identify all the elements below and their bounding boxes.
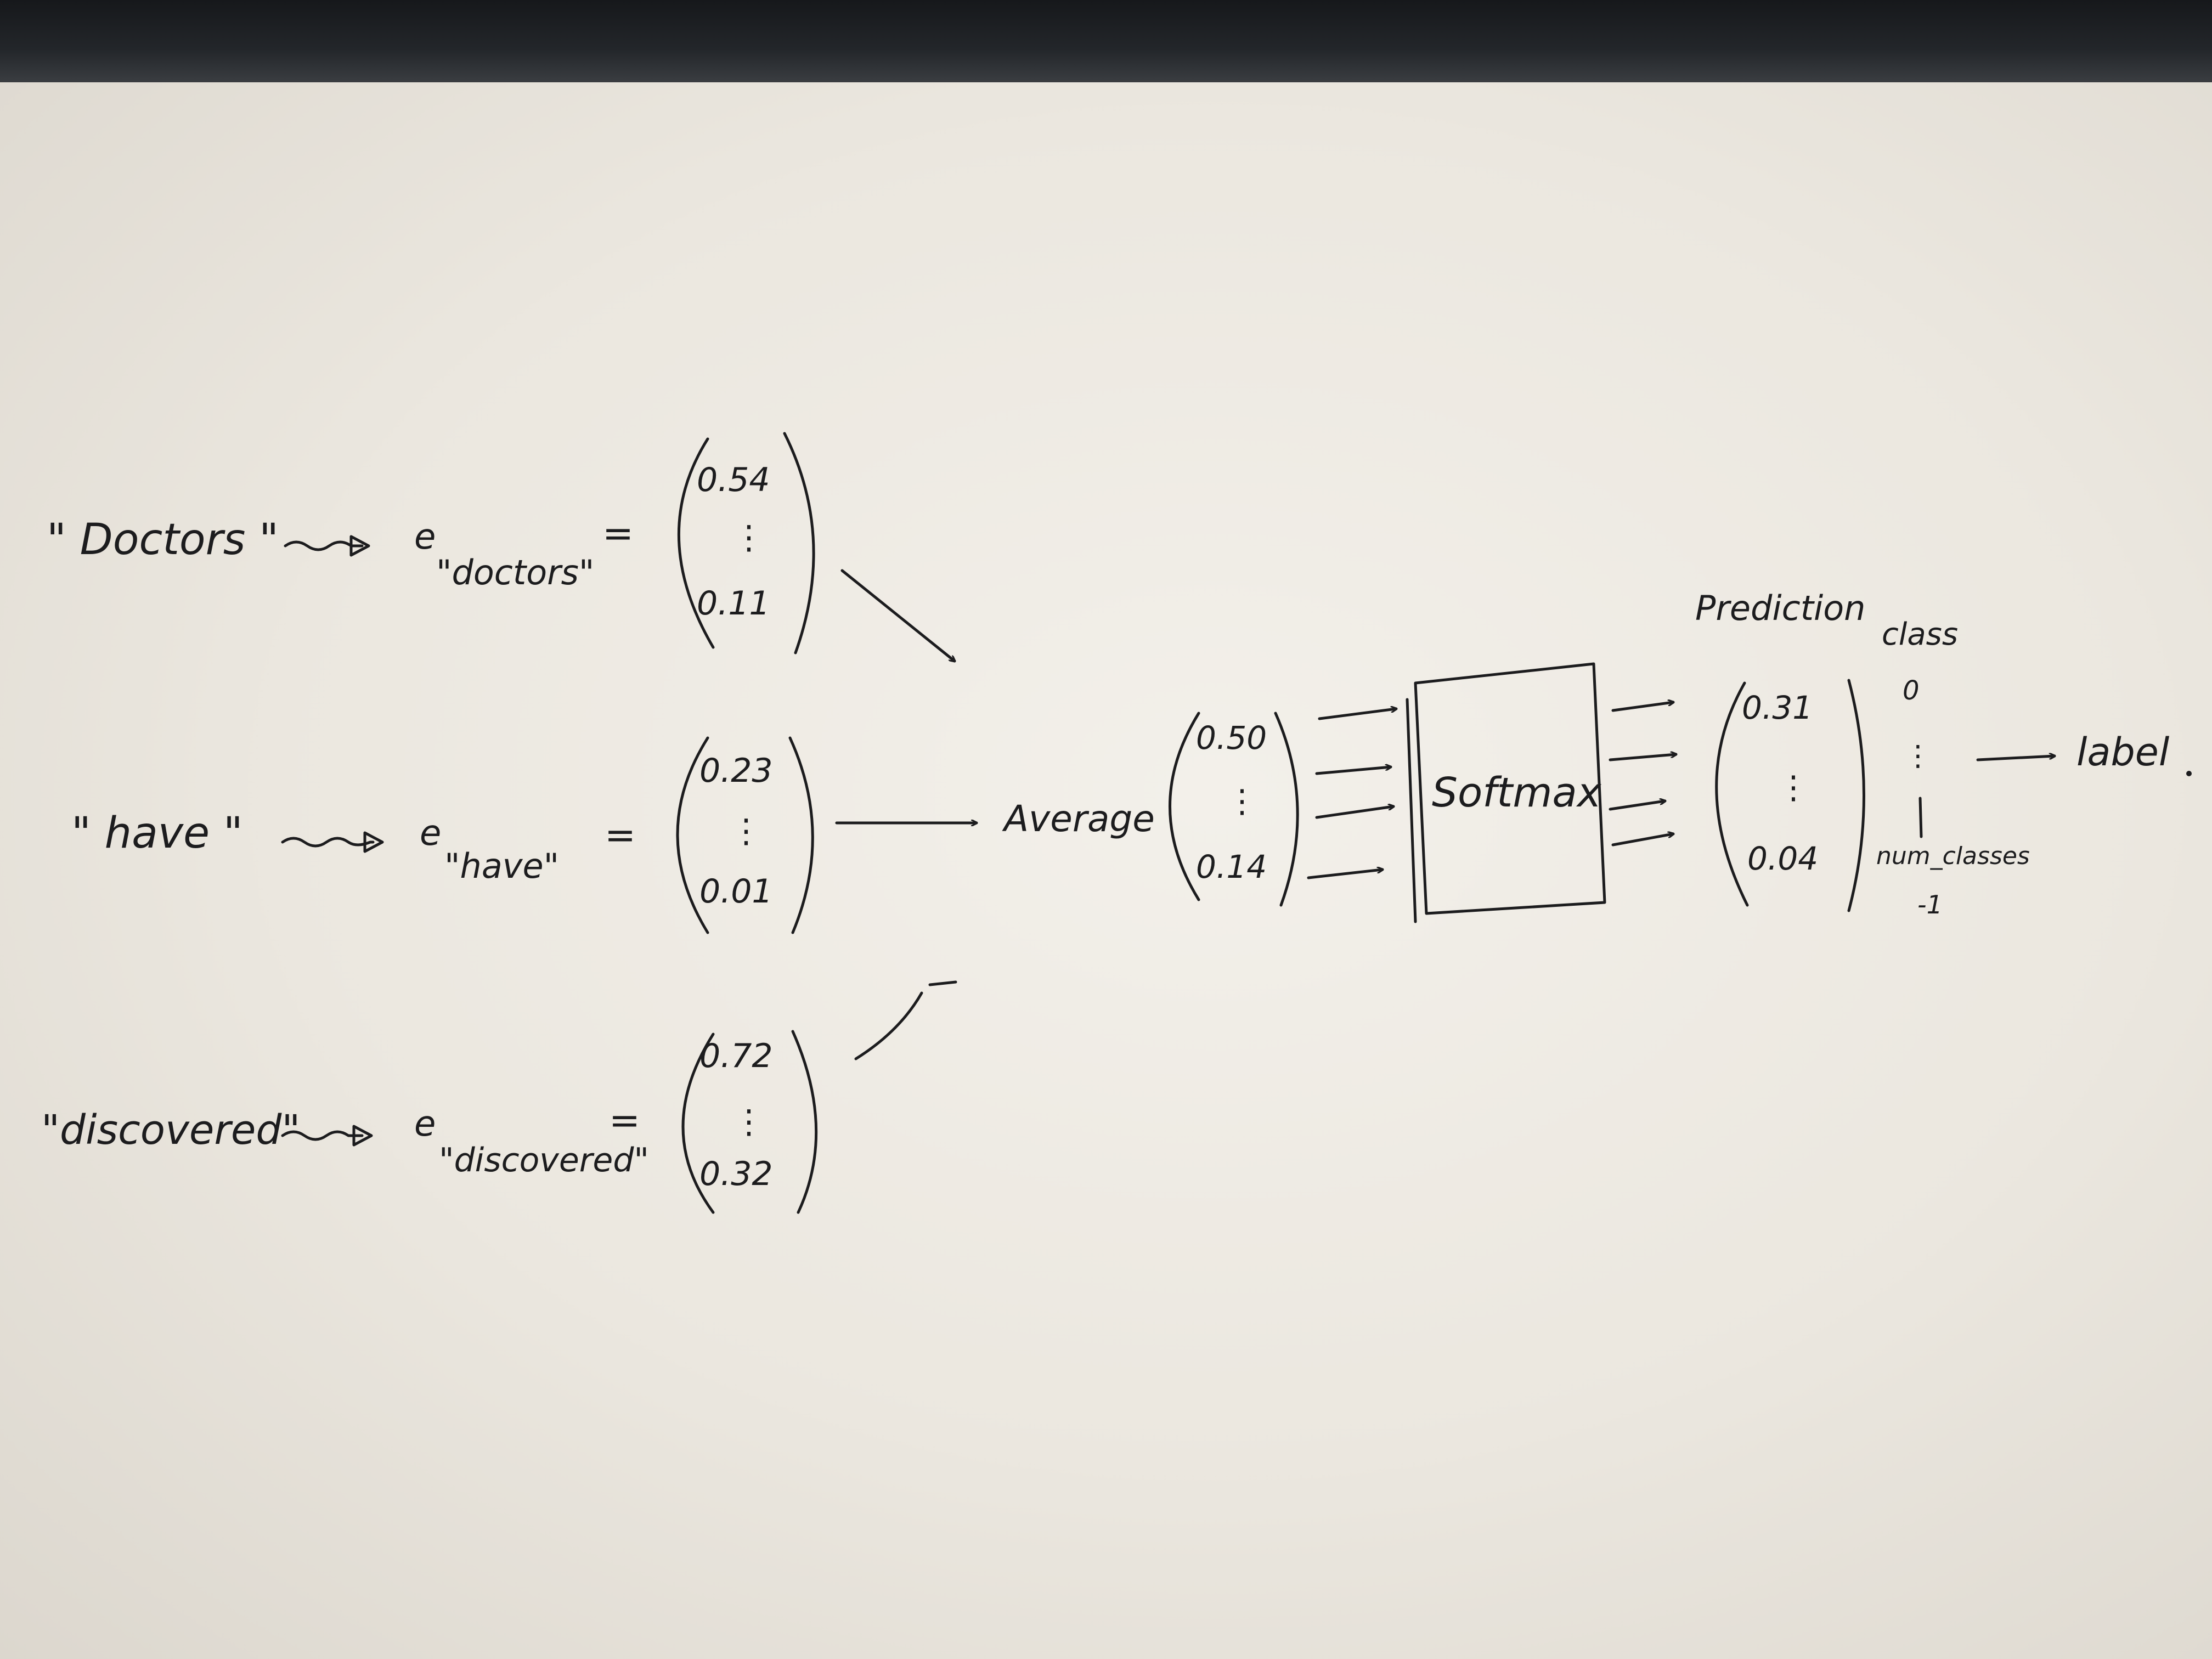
row-doctors: " Doctors " e "doctors" = 0.54 ⋮ 0.11 (47, 432, 815, 654)
arrow-discovered-to-average (854, 991, 923, 1060)
squiggle-arrow-have (281, 837, 375, 848)
arrow-softmax-pred-1 (1611, 702, 1673, 712)
arrow-avg-softmax-4 (1307, 870, 1383, 879)
class-dots: ⋮ (1904, 740, 1932, 772)
arrow-softmax-pred-4 (1611, 834, 1673, 847)
arrow-doctors-to-average (840, 569, 955, 661)
arrow-discovered-to-average-head (928, 980, 957, 986)
prediction-vector-dots: ⋮ (1778, 769, 1809, 806)
prediction-vector-right-paren (1847, 679, 1865, 912)
arrowhead-doctors (349, 535, 370, 557)
embedding-label-doctors: e (414, 517, 436, 557)
embedding-sub-discovered: "discovered" (439, 1141, 649, 1180)
arrow-avg-softmax-3 (1315, 806, 1393, 819)
average-vector-right-paren (1274, 712, 1299, 907)
arrowhead-have (363, 831, 384, 853)
average-vector-dots: ⋮ (1226, 782, 1258, 820)
vector-doctors-dots: ⋮ (732, 518, 765, 557)
embedding-sub-doctors: "doctors" (436, 552, 594, 592)
embedding-label-discovered: e (414, 1104, 436, 1144)
class-title: class (1882, 617, 1958, 652)
equals-doctors: = (602, 512, 634, 555)
row-have: " have " e "have" = 0.23 ⋮ 0.01 (71, 736, 814, 934)
vector-have-left-paren (676, 736, 709, 934)
vector-doctors-bottom: 0.11 (697, 584, 770, 623)
dark-background-band (0, 0, 2212, 82)
vector-doctors-left-paren (677, 437, 715, 649)
vector-have-top: 0.23 (699, 752, 773, 790)
paper-sheet (0, 82, 2212, 1659)
squiggle-arrow-doctors (284, 540, 364, 551)
arrow-avg-softmax-2 (1315, 767, 1391, 775)
prediction-block: Prediction 0.31 ⋮ 0.04 (1695, 588, 1865, 912)
vector-discovered-dots: ⋮ (732, 1103, 765, 1141)
average-label: Average (1002, 798, 1155, 840)
output-label: label (2076, 730, 2170, 775)
vector-doctors-top: 0.54 (697, 461, 770, 499)
equals-have: = (605, 814, 636, 857)
arrow-to-label (1976, 756, 2056, 761)
class-last-suffix: -1 (1917, 890, 1943, 919)
softmax-box-inner-edge (1406, 698, 1417, 923)
class-last-index: num_classes (1876, 842, 2030, 870)
word-have: " have " (71, 809, 243, 858)
embedding-label-have: e (420, 813, 441, 854)
arrow-softmax-pred-2 (1609, 754, 1678, 761)
vector-discovered-left-paren (681, 1032, 715, 1214)
class-column: class 0 ⋮ num_classes -1 (1876, 617, 2030, 919)
class-tick (1918, 797, 1923, 838)
class-first-index: 0 (1903, 675, 1920, 706)
vector-discovered-top: 0.72 (699, 1037, 773, 1075)
equals-discovered: = (609, 1099, 640, 1142)
vector-have-dots: ⋮ (730, 812, 763, 850)
prediction-vector-bottom: 0.04 (1747, 840, 1818, 877)
prediction-vector-left-paren (1715, 681, 1749, 907)
prediction-vector-top: 0.31 (1742, 689, 1813, 726)
average-vector-bottom: 0.14 (1196, 848, 1267, 885)
average-vector-left-paren (1169, 712, 1200, 901)
embedding-sub-have: "have" (444, 846, 559, 886)
arrowhead-discovered (352, 1125, 373, 1147)
softmax-box (1414, 662, 1606, 915)
vector-doctors-right-paren (783, 432, 815, 654)
vector-discovered-right-paren (791, 1030, 818, 1214)
vector-have-bottom: 0.01 (699, 872, 773, 911)
arrow-avg-softmax-1 (1318, 709, 1396, 720)
squiggle-arrow-discovered (281, 1130, 364, 1141)
softmax-label: Softmax (1432, 769, 1602, 816)
average-vector-top: 0.50 (1196, 719, 1267, 757)
arrow-softmax-pred-3 (1609, 801, 1665, 811)
vector-discovered-bottom: 0.32 (699, 1155, 773, 1193)
vector-have-right-paren (788, 736, 814, 934)
softmax-block: Softmax (1406, 662, 1606, 923)
average-block: Average 0.50 ⋮ 0.14 (1002, 712, 1299, 907)
row-discovered: "discovered" e "discovered" = 0.72 ⋮ 0.3… (41, 1030, 818, 1214)
output-period (2186, 771, 2192, 776)
word-doctors: " Doctors " (47, 515, 279, 565)
prediction-title: Prediction (1695, 588, 1865, 628)
word-discovered: "discovered" (41, 1107, 300, 1154)
